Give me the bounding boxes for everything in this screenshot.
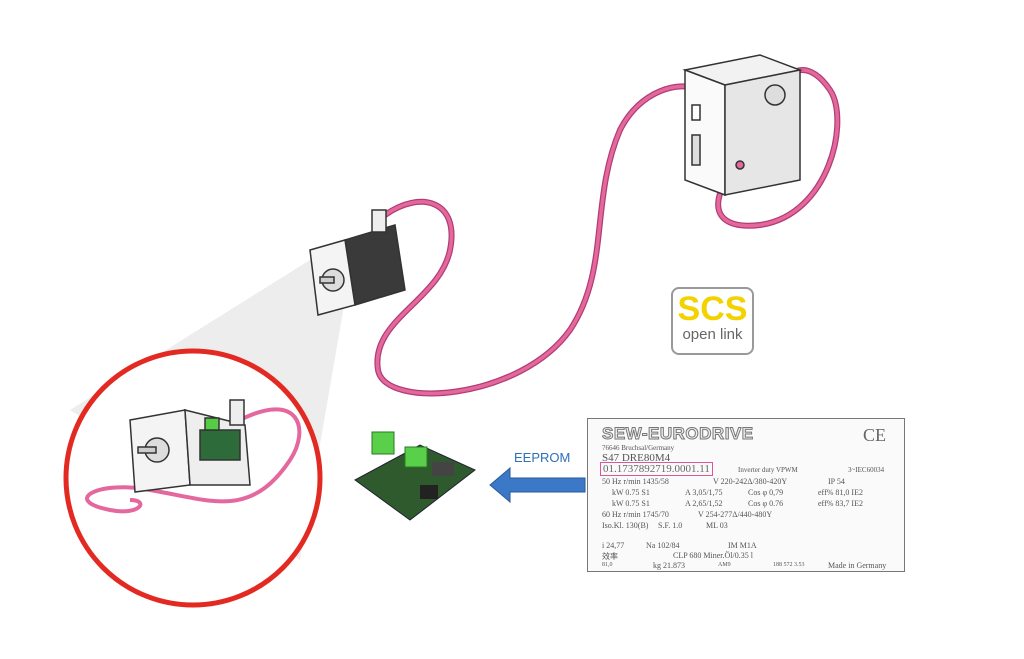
eeprom-pcb-drawing [354, 431, 476, 521]
inverter-drawing [682, 54, 803, 197]
cable-motor-inverter [374, 83, 703, 397]
scs-open-link-logo: SCS open link [671, 287, 754, 355]
nameplate-brand: SEW-EURODRIVE [602, 424, 754, 444]
servo-motor-drawing [309, 209, 406, 316]
ce-mark: CE [862, 425, 886, 445]
arrow-left-icon [489, 466, 586, 504]
motor-closeup-drawing [129, 399, 251, 493]
serial-number-highlight: 01.1737892719.0001.11 [600, 462, 713, 476]
eeprom-label: EEPROM [514, 450, 571, 465]
motor-nameplate: SEW-EURODRIVE CE 76646 Bruchsal/Germany … [587, 418, 905, 572]
